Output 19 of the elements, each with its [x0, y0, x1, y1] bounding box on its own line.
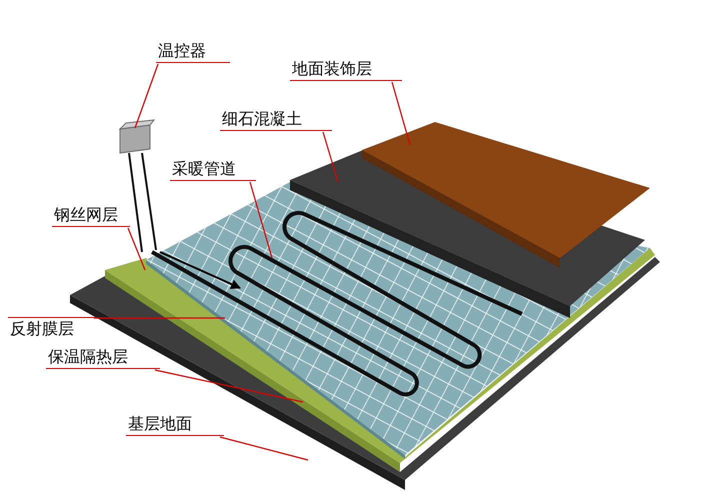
part-label: 保温隔热层: [46, 346, 160, 369]
leader-line: [134, 64, 159, 128]
leader-line: [391, 82, 411, 146]
part-label: 地面装饰层: [290, 58, 402, 81]
part-label: 温控器: [156, 40, 230, 63]
leader-line: [94, 317, 225, 319]
leader-line: [127, 228, 146, 270]
leader-line: [220, 436, 308, 461]
heating-pipe: [151, 212, 523, 396]
thermostat-drawing: [118, 119, 157, 252]
floor-finish-layer: [362, 122, 650, 268]
part-label: 采暖管道: [170, 158, 256, 181]
part-label: 钢丝网层: [52, 204, 130, 227]
leader-line: [322, 132, 339, 182]
part-label: 细石混凝土: [220, 108, 332, 131]
leader-line: [249, 182, 273, 258]
part-label: 基层地面: [126, 413, 224, 436]
leader-line: [154, 369, 304, 403]
part-label: 反射膜层: [8, 317, 96, 340]
